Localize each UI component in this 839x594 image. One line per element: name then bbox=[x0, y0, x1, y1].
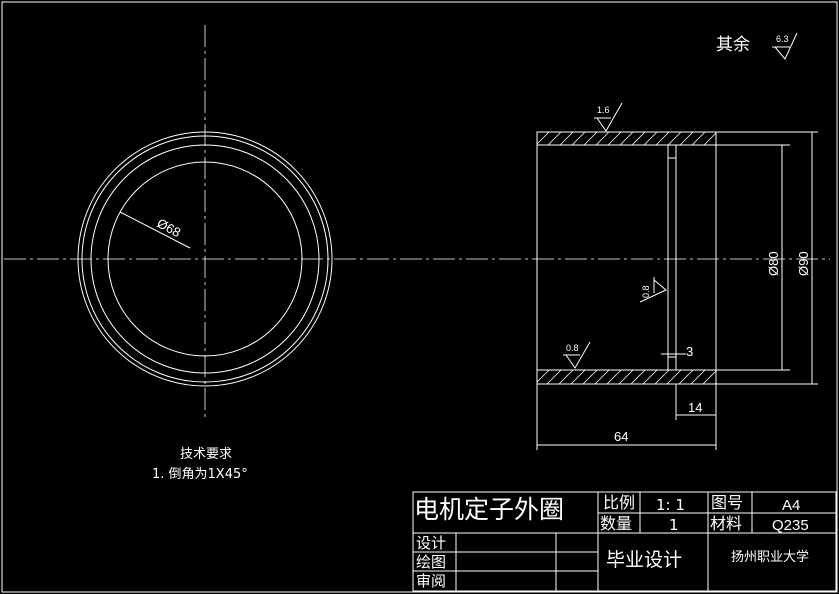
tech-requirements-title: 技术要求 bbox=[180, 447, 232, 462]
tech-requirements-item1: 1. 倒角为1X45° bbox=[152, 467, 248, 482]
hatch-line bbox=[570, 369, 586, 385]
hatch-line bbox=[691, 131, 706, 146]
title-block: 电机定子外圈 比例 1: 1 图号 A4 数量 1 材料 Q235 设计 绘图 … bbox=[412, 491, 837, 592]
tech-requirements: 技术要求 1. 倒角为1X45° bbox=[152, 447, 248, 482]
roughness-top-symbol bbox=[596, 102, 623, 132]
radius-leader bbox=[119, 211, 191, 249]
hatch-line bbox=[690, 369, 706, 385]
project-name: 毕业设计 bbox=[606, 549, 682, 571]
dim-total-length: 64 bbox=[614, 429, 628, 444]
scale-value: 1: 1 bbox=[656, 496, 685, 514]
hatch-line bbox=[595, 131, 610, 146]
dim-outer-diameter: Ø90 bbox=[796, 251, 811, 276]
hatch-line bbox=[536, 369, 550, 383]
hatch-line bbox=[714, 382, 717, 385]
qty-label: 数量 bbox=[600, 514, 632, 533]
draw-label: 绘图 bbox=[416, 553, 446, 571]
hatch-line bbox=[582, 369, 598, 385]
hatch-line bbox=[678, 369, 694, 385]
hatch-line bbox=[655, 131, 670, 146]
part-name: 电机定子外圈 bbox=[414, 495, 564, 524]
hatch-line bbox=[702, 370, 717, 385]
hatch-line bbox=[547, 131, 562, 146]
dim-chamfer: 3 bbox=[686, 344, 693, 359]
outer-circle bbox=[77, 131, 333, 387]
hatch-line bbox=[630, 369, 646, 385]
school-name: 扬州职业大学 bbox=[731, 549, 809, 565]
dim-step-length: 14 bbox=[688, 400, 702, 415]
hatch-line bbox=[666, 369, 682, 385]
middle-circle bbox=[90, 144, 320, 374]
roughness-symbol bbox=[774, 32, 798, 60]
outer-chamfer-circle bbox=[81, 135, 329, 383]
roughness-bottom-symbol bbox=[565, 341, 591, 369]
hatch-line bbox=[679, 131, 694, 146]
hatch-line bbox=[667, 131, 682, 146]
hatch-line bbox=[558, 369, 574, 385]
hatch-line bbox=[654, 369, 670, 385]
hatch-line bbox=[594, 369, 610, 385]
hatch-line bbox=[536, 131, 550, 145]
bottom-wall bbox=[536, 369, 717, 385]
dim-inner-diameter-circle: Ø68 bbox=[155, 215, 184, 240]
hatch-line bbox=[546, 369, 562, 385]
finish-note-roughness: 6.3 bbox=[776, 34, 789, 44]
top-wall bbox=[536, 131, 717, 146]
hatch-line bbox=[618, 369, 634, 385]
hatch-line bbox=[643, 131, 658, 146]
hatch-line bbox=[571, 131, 586, 146]
dim-inner-diameter: Ø80 bbox=[766, 251, 781, 276]
roughness-bottom: 0.8 bbox=[566, 343, 579, 353]
hatch-line bbox=[642, 369, 658, 385]
inner-circle bbox=[107, 161, 303, 357]
hatch-bottom bbox=[536, 369, 717, 385]
hatch-top bbox=[536, 131, 717, 146]
hatch-line bbox=[703, 132, 717, 146]
finish-note: 其余 6.3 bbox=[716, 32, 798, 60]
material-value: Q235 bbox=[772, 517, 809, 534]
hatch-line bbox=[607, 131, 622, 146]
material-label: 材料 bbox=[710, 514, 742, 533]
hatch-line bbox=[631, 131, 646, 146]
section-view: Ø80 Ø90 14 64 3 1.6 0.8 0.8 bbox=[536, 102, 818, 450]
review-label: 审阅 bbox=[416, 572, 446, 590]
front-view: Ø68 bbox=[4, 25, 830, 420]
hatch-line bbox=[559, 131, 574, 146]
finish-note-label: 其余 bbox=[716, 35, 750, 55]
hatch-line bbox=[619, 131, 634, 146]
hatch-line bbox=[606, 369, 622, 385]
hatch-line bbox=[583, 131, 598, 146]
roughness-top: 1.6 bbox=[597, 105, 610, 115]
design-label: 设计 bbox=[416, 534, 446, 552]
qty-value: 1 bbox=[669, 516, 679, 534]
drawing-no-value: A4 bbox=[782, 497, 800, 514]
scale-label: 比例 bbox=[603, 493, 635, 512]
roughness-bore: 0.8 bbox=[641, 285, 651, 298]
drawing-no-label: 图号 bbox=[711, 493, 743, 512]
roughness-bore-symbol bbox=[639, 279, 667, 303]
